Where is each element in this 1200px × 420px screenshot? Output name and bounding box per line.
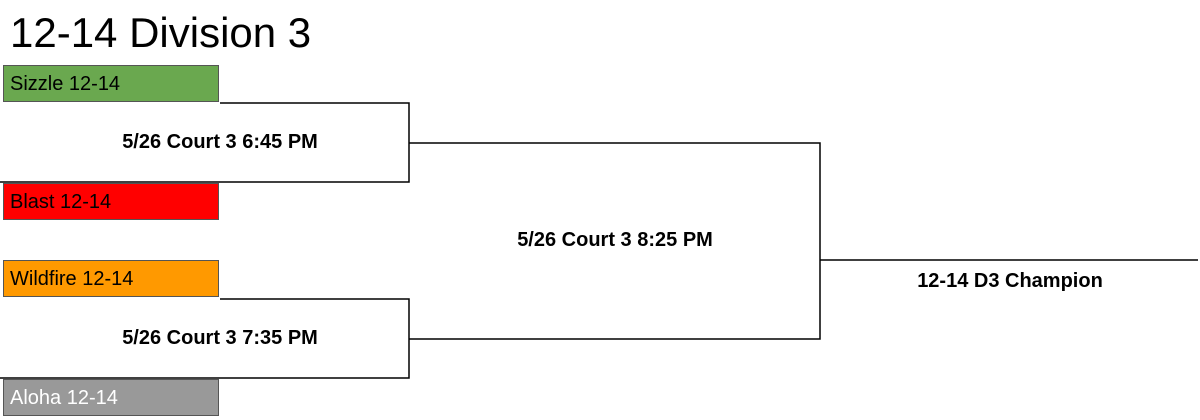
game1-label: 5/26 Court 3 6:45 PM [122, 131, 318, 153]
team-sizzle: Sizzle 12-14 [3, 65, 219, 102]
final-game-label: 5/26 Court 3 8:25 PM [517, 229, 713, 251]
game2-label: 5/26 Court 3 7:35 PM [122, 327, 318, 349]
bracket-line-final [409, 142, 821, 340]
team-aloha: Aloha 12-14 [3, 379, 219, 416]
team-blast: Blast 12-14 [3, 183, 219, 220]
page-title: 12-14 Division 3 [10, 9, 312, 56]
champion-label: 12-14 D3 Champion [917, 270, 1103, 292]
team-wildfire: Wildfire 12-14 [3, 260, 219, 297]
